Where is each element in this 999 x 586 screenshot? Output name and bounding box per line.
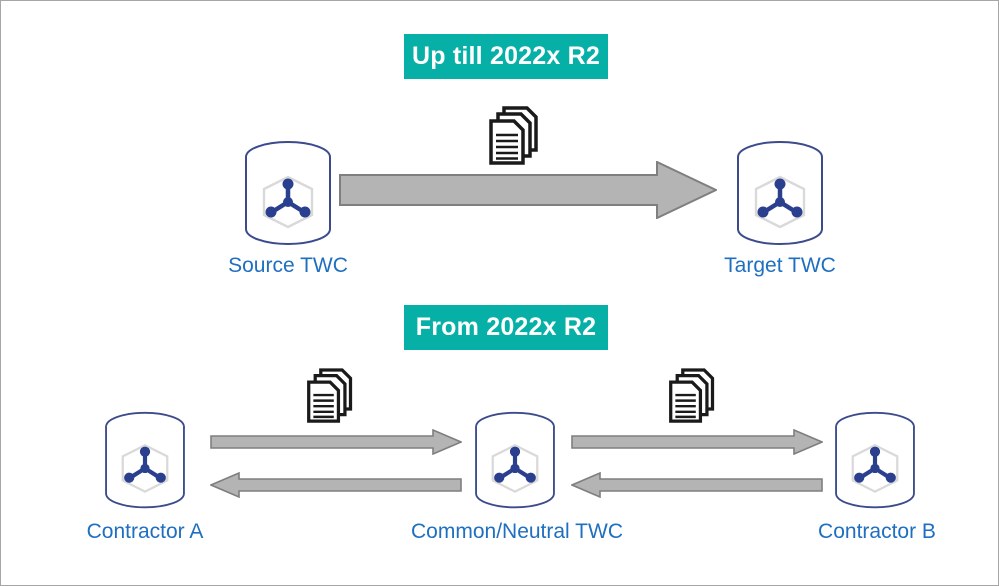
node-label-contractor-b: Contractor B — [818, 520, 936, 543]
node-label-source-twc: Source TWC — [228, 254, 348, 277]
section-banner-neutral: From 2022x R2 — [404, 305, 608, 350]
database-cylinder-common-neutral-twc — [471, 410, 559, 517]
arrow-right-icon — [210, 428, 464, 456]
database-cylinder-icon — [245, 141, 331, 245]
flow-arrow-contractor-a-to-common — [210, 428, 464, 460]
arrow-right-icon — [571, 428, 825, 456]
database-cylinder-contractor-b — [831, 410, 919, 517]
database-cylinder-icon — [105, 411, 185, 509]
document-stack-legacy-flow — [487, 105, 543, 172]
node-label-common-neutral-twc: Common/Neutral TWC — [411, 520, 623, 543]
database-cylinder-target-twc — [734, 139, 826, 254]
database-cylinder-source-twc — [242, 139, 334, 254]
node-label-contractor-a: Contractor A — [86, 520, 204, 543]
document-stack-contractor-a-flow — [305, 367, 357, 430]
database-cylinder-icon — [475, 411, 555, 509]
arrow-right-icon — [339, 160, 719, 220]
flow-arrow-contractor-b-to-common — [569, 471, 823, 503]
document-stack-icon — [489, 106, 538, 165]
database-cylinder-icon — [835, 411, 915, 509]
document-stack-contractor-b-flow — [667, 367, 719, 430]
arrow-left-icon — [208, 471, 462, 499]
section-banner-legacy: Up till 2022x R2 — [404, 34, 608, 79]
flow-arrow-common-to-contractor-b — [571, 428, 825, 460]
arrow-left-icon — [569, 471, 823, 499]
database-cylinder-icon — [737, 141, 823, 245]
flow-arrow-common-to-contractor-a — [208, 471, 462, 503]
database-cylinder-contractor-a — [101, 410, 189, 517]
document-stack-icon — [307, 368, 353, 423]
flow-arrow-source-to-target — [339, 160, 719, 224]
node-label-target-twc: Target TWC — [724, 254, 836, 277]
document-stack-icon — [669, 368, 715, 423]
